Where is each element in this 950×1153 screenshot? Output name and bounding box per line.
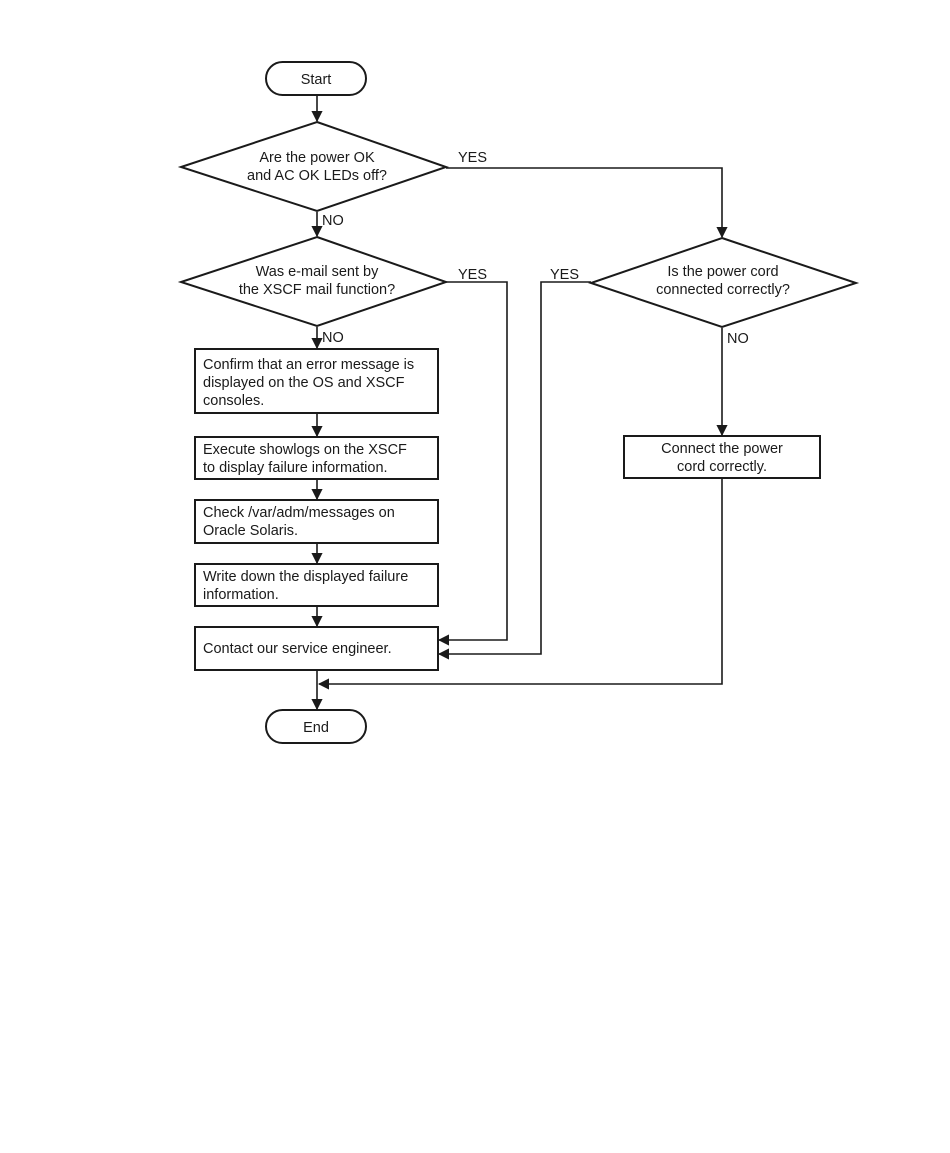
connectors bbox=[311, 95, 728, 711]
power-cord-no-label: NO bbox=[727, 331, 749, 347]
connector-leds-yes bbox=[446, 167, 728, 239]
email-sent-yes-label: YES bbox=[458, 267, 487, 283]
step-confirm-error: Confirm that an error message is display… bbox=[194, 348, 439, 414]
step-confirm-error-line2: displayed on the OS and XSCF bbox=[203, 375, 405, 391]
connector-connect-to-end bbox=[317, 478, 723, 690]
start-label: Start bbox=[301, 72, 332, 88]
step-contact-engineer-line1: Contact our service engineer. bbox=[203, 641, 392, 657]
decision-email-sent-line2: the XSCF mail function? bbox=[239, 282, 395, 298]
step-connect-cord: Connect the power cord correctly. bbox=[623, 435, 821, 479]
step-check-messages-line2: Oracle Solaris. bbox=[203, 523, 298, 539]
email-sent-no-label: NO bbox=[322, 330, 344, 346]
step-check-messages: Check /var/adm/messages on Oracle Solari… bbox=[194, 499, 439, 544]
end-label: End bbox=[303, 720, 329, 736]
step-write-down: Write down the displayed failure informa… bbox=[194, 563, 439, 607]
power-cord-yes-label: YES bbox=[550, 267, 579, 283]
step-execute-showlogs: Execute showlogs on the XSCF to display … bbox=[194, 436, 439, 480]
decision-power-cord-line1: Is the power cord bbox=[667, 264, 778, 280]
start-terminal: Start bbox=[265, 61, 367, 96]
step-execute-showlogs-line2: to display failure information. bbox=[203, 460, 388, 476]
decision-leds-off: Are the power OK and AC OK LEDs off? bbox=[177, 120, 450, 213]
decision-email-sent-line1: Was e-mail sent by bbox=[256, 264, 379, 280]
step-contact-engineer: Contact our service engineer. bbox=[194, 626, 439, 671]
step-connect-cord-line2: cord correctly. bbox=[677, 459, 767, 475]
decision-email-sent: Was e-mail sent by the XSCF mail functio… bbox=[177, 235, 450, 328]
step-write-down-line1: Write down the displayed failure bbox=[203, 569, 408, 585]
decision-leds-off-line2: and AC OK LEDs off? bbox=[247, 168, 387, 184]
end-terminal: End bbox=[265, 709, 367, 744]
connector-email-yes bbox=[437, 281, 508, 646]
step-check-messages-line1: Check /var/adm/messages on bbox=[203, 505, 395, 521]
leds-off-yes-label: YES bbox=[458, 150, 487, 166]
step-confirm-error-line3: consoles. bbox=[203, 393, 264, 409]
step-connect-cord-line1: Connect the power bbox=[661, 441, 783, 457]
step-confirm-error-line1: Confirm that an error message is bbox=[203, 357, 414, 373]
decision-power-cord-line2: connected correctly? bbox=[656, 282, 790, 298]
step-write-down-line2: information. bbox=[203, 587, 279, 603]
decision-leds-off-line1: Are the power OK bbox=[259, 150, 375, 166]
connector-cord-yes bbox=[437, 281, 591, 660]
leds-off-no-label: NO bbox=[322, 213, 344, 229]
decision-power-cord: Is the power cord connected correctly? bbox=[587, 236, 860, 329]
step-execute-showlogs-line1: Execute showlogs on the XSCF bbox=[203, 442, 407, 458]
